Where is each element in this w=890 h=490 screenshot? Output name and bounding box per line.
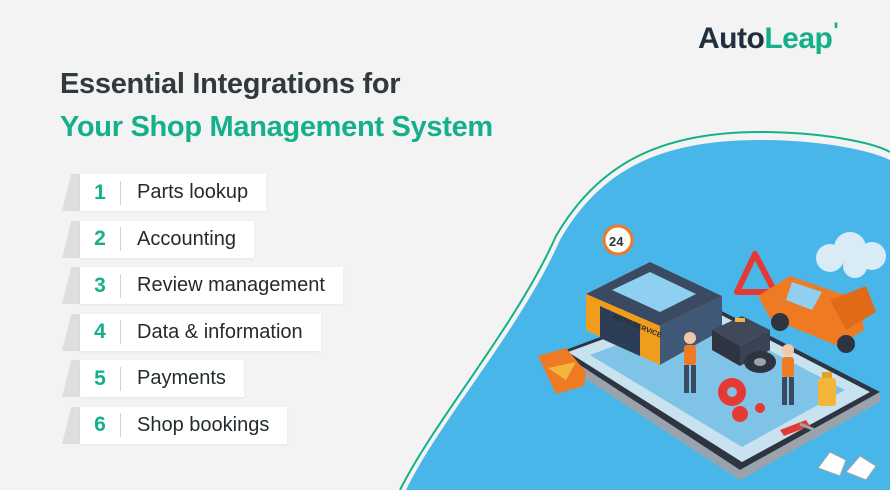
svg-text:24: 24 [609,234,624,249]
item-divider [120,366,121,391]
item-label: Shop bookings [137,413,270,436]
item-number: 1 [94,180,106,204]
mechanic-right-icon [782,344,794,405]
logo-tick-mark: ' [833,18,839,43]
list-item-review-management: 3 Review management [62,267,343,305]
item-number: 6 [94,413,106,437]
item-label: Parts lookup [137,181,249,203]
list-item-shop-bookings: 6 Shop bookings [62,406,343,444]
logo-auto-text: Auto [698,22,765,55]
pliers-icon [780,420,821,436]
blob-outline-curve [399,130,890,490]
item-box: 3 Review management [80,267,343,305]
item-box: 5 Payments [80,360,244,398]
page-title-line-2: Your Shop Management System [60,111,493,143]
item-number: 3 [94,273,106,297]
item-number: 5 [94,366,106,390]
page-title-line-1: Essential Integrations for [60,68,401,100]
integrations-list: 1 Parts lookup 2 Accounting 3 Review man… [62,174,343,454]
smoke-cloud-icon [816,232,886,278]
car-jack-icon [538,348,586,394]
broken-car-icon [758,276,876,353]
24-hour-badge-icon: 24 [602,224,634,256]
warning-triangle-icon [734,251,778,295]
mechanic-left-icon [684,332,696,393]
item-box: 2 Accounting [80,220,254,258]
list-item-data-information: 4 Data & information [62,313,343,351]
autoleap-logo: AutoLeap' [698,18,839,56]
list-item-payments: 5 Payments [62,360,343,398]
item-divider [120,180,121,205]
list-item-accounting: 2 Accounting [62,220,343,258]
item-number: 4 [94,320,106,344]
item-divider [120,413,121,438]
item-divider [120,227,121,252]
item-label: Review management [137,274,325,297]
item-label: Accounting [137,227,236,250]
garage-building-icon: AUTO SERVICE [586,262,722,365]
tire-icon [744,351,776,373]
gears-icon [718,378,765,422]
gloves-icon [817,451,877,481]
item-label: Payments [137,367,226,390]
item-box: 4 Data & information [80,313,321,351]
oil-can-icon [818,372,836,406]
item-label: Data & information [137,320,303,343]
item-divider [120,273,121,298]
item-number: 2 [94,227,106,251]
list-item-parts-lookup: 1 Parts lookup [62,174,343,211]
item-box: 6 Shop bookings [80,406,288,444]
logo-leap-text: Leap [764,22,833,55]
item-box: 1 Parts lookup [80,174,267,211]
item-divider [120,320,121,345]
